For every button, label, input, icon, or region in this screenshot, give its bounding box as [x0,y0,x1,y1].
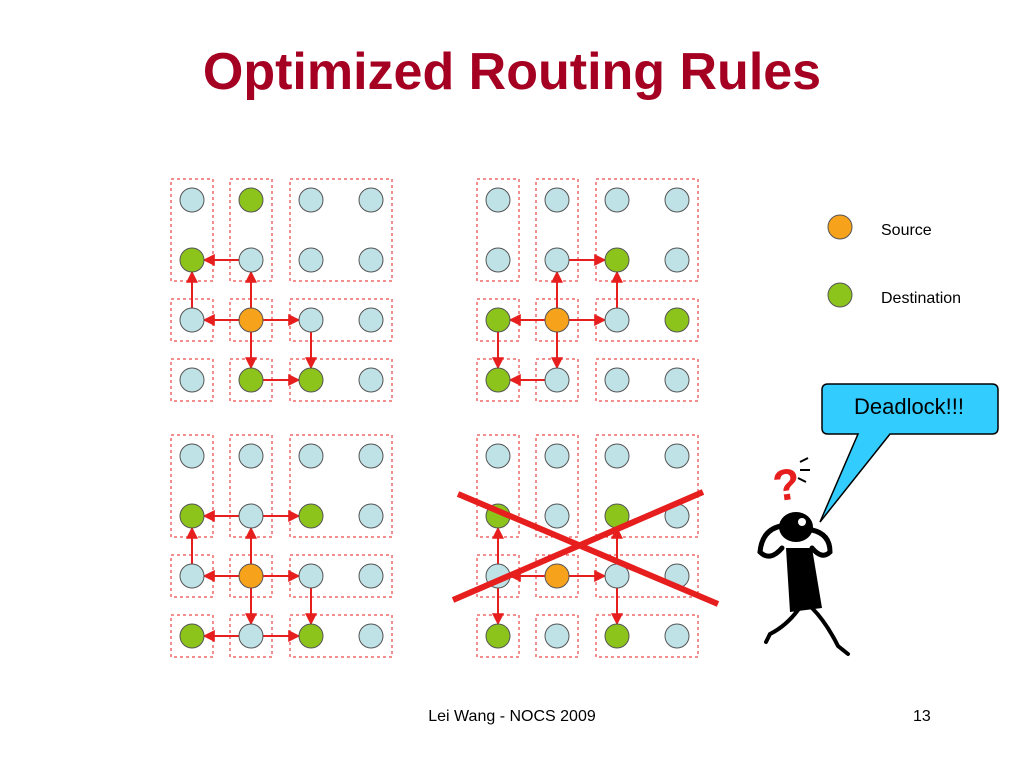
router-node [298,307,324,333]
router-node [179,443,205,469]
router-node [604,187,630,213]
legend-destination-dot [827,282,853,308]
invalid-cross-line [456,491,720,607]
source-node [238,307,264,333]
destination-node [179,503,205,529]
router-node [298,563,324,589]
source-node [238,563,264,589]
router-node [544,623,570,649]
router-node [544,247,570,273]
router-node [238,623,264,649]
routing-diagram-top-left [170,178,393,402]
node-group-box [595,614,699,658]
router-node [544,367,570,393]
router-node [179,187,205,213]
page-number: 13 [913,708,931,725]
legend-source-dot [827,214,853,240]
confused-person-icon: ? [757,457,850,656]
router-node [298,247,324,273]
node-group-box [595,358,699,402]
router-node [358,503,384,529]
router-node [358,563,384,589]
router-node [485,443,511,469]
router-node [179,563,205,589]
router-node [179,307,205,333]
footer-author: Lei Wang - NOCS 2009 [428,708,596,725]
router-node [358,367,384,393]
destination-node [485,367,511,393]
destination-node [179,623,205,649]
node-group-box [476,178,520,282]
node-group-box [289,434,393,538]
router-node [358,247,384,273]
node-group-box [170,358,214,402]
node-group-box [595,178,699,282]
destination-node [298,367,324,393]
node-group-box [289,178,393,282]
router-node [485,247,511,273]
destination-node [485,307,511,333]
routing-diagram-bottom-right [451,434,720,658]
destination-node [179,247,205,273]
router-node [664,623,690,649]
router-node [298,187,324,213]
destination-node [664,307,690,333]
destination-node [604,623,630,649]
router-node [544,503,570,529]
router-node [358,623,384,649]
invalid-cross-line [451,489,705,603]
router-node [664,367,690,393]
destination-node [238,187,264,213]
router-node [179,367,205,393]
router-node [485,187,511,213]
destination-node [298,503,324,529]
callout-text: Deadlock!!! [853,394,965,419]
svg-text:?: ? [770,459,803,511]
router-node [544,443,570,469]
router-node [298,443,324,469]
router-node [238,503,264,529]
destination-node [604,247,630,273]
router-node [238,443,264,469]
slide-title: Optimized Routing Rules [202,43,822,101]
destination-node [298,623,324,649]
router-node [604,367,630,393]
deadlock-callout [819,383,999,523]
legend-source-label: Source [881,222,932,239]
source-node [544,307,570,333]
router-node [544,187,570,213]
router-node [358,307,384,333]
router-node [238,247,264,273]
router-node [604,443,630,469]
destination-node [238,367,264,393]
router-node [358,443,384,469]
destination-node [485,623,511,649]
legend-destination-label: Destination [881,290,962,307]
router-node [664,187,690,213]
router-node [358,187,384,213]
router-node [604,307,630,333]
node-group-box [535,614,579,658]
source-node [544,563,570,589]
routing-diagram-top-right [476,178,699,402]
node-group-box [595,434,699,538]
router-node [664,443,690,469]
router-node [664,247,690,273]
routing-diagram-bottom-left [170,434,393,658]
